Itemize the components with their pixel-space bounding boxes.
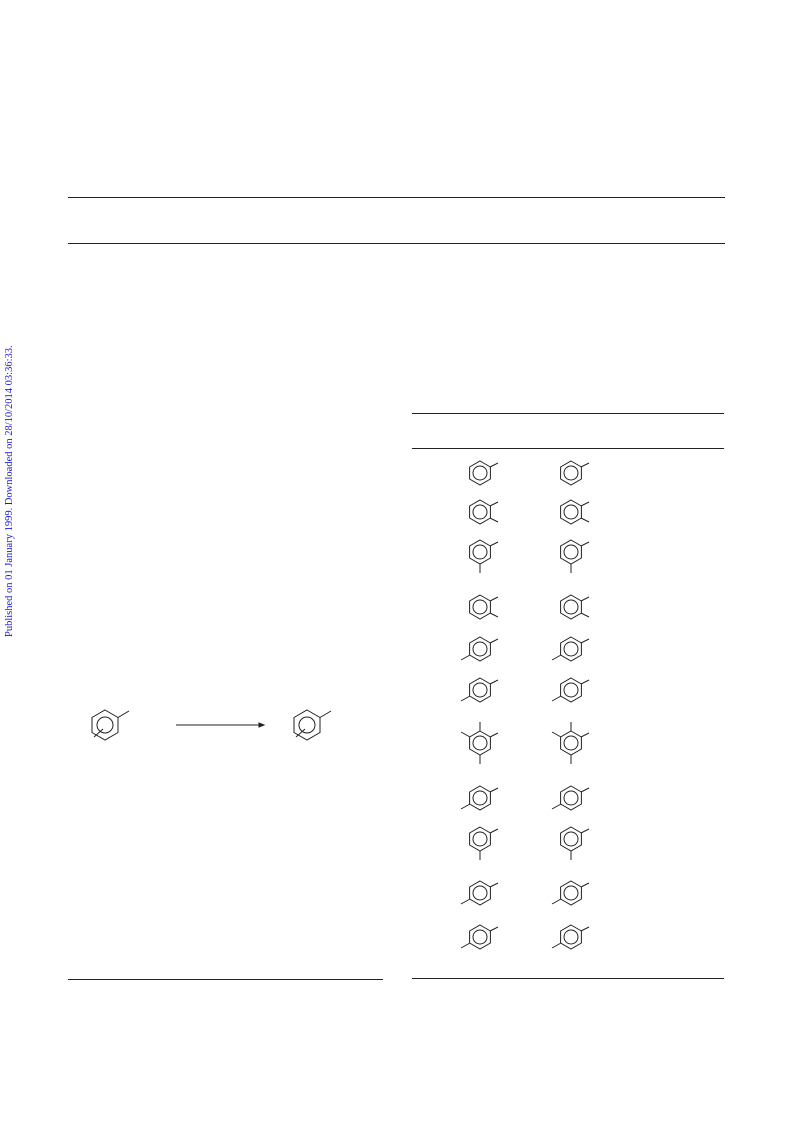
left-para-xylyl-ring-icon: [460, 873, 500, 913]
download-notice-link[interactable]: Published on 01 January 1999. Downloaded…: [4, 345, 15, 637]
right-para-xylyl-ring-icon: [551, 778, 591, 818]
right-para-xylyl-ring-icon: [551, 917, 591, 957]
right-para-xylyl-ring-icon: [551, 670, 591, 710]
left-ortho-xylyl-ring-icon: [460, 492, 500, 532]
top-table-rule: [68, 197, 725, 198]
right-table-bottom-rule: [412, 978, 724, 979]
left-para-xylyl-ring-icon: [460, 917, 500, 957]
top-table-header-rule: [68, 243, 725, 244]
right-meta-xylyl-ring-icon: [551, 532, 591, 572]
right-table-header-rule: [412, 448, 724, 449]
right-ortho-xylyl-ring-icon: [551, 587, 591, 627]
right-table-top-rule: [412, 413, 724, 414]
right-tolyl-ring-icon: [551, 453, 591, 493]
right-mesityl-ring-icon: [551, 723, 591, 763]
right-para-xylyl-ring-icon: [551, 629, 591, 669]
right-para-xylyl-ring-icon: [551, 873, 591, 913]
left-para-xylyl-ring-icon: [460, 629, 500, 669]
reaction-arrow: [175, 719, 265, 731]
right-meta-xylyl-ring-icon: [551, 819, 591, 859]
left-tolyl-ring-icon: [460, 453, 500, 493]
right-ortho-xylyl-ring-icon: [551, 492, 591, 532]
left-para-xylyl-ring-icon: [460, 670, 500, 710]
left-para-xylyl-ring-icon: [460, 778, 500, 818]
left-meta-xylyl-ring-icon: [460, 819, 500, 859]
left-meta-xylyl-ring-icon: [460, 532, 500, 572]
left-mesityl-ring-icon: [460, 723, 500, 763]
reactant-arene-ring-icon: [85, 707, 135, 747]
scheme-bottom-rule: [68, 979, 383, 980]
product-arene-ring-icon: [287, 707, 337, 747]
left-ortho-xylyl-ring-icon: [460, 587, 500, 627]
